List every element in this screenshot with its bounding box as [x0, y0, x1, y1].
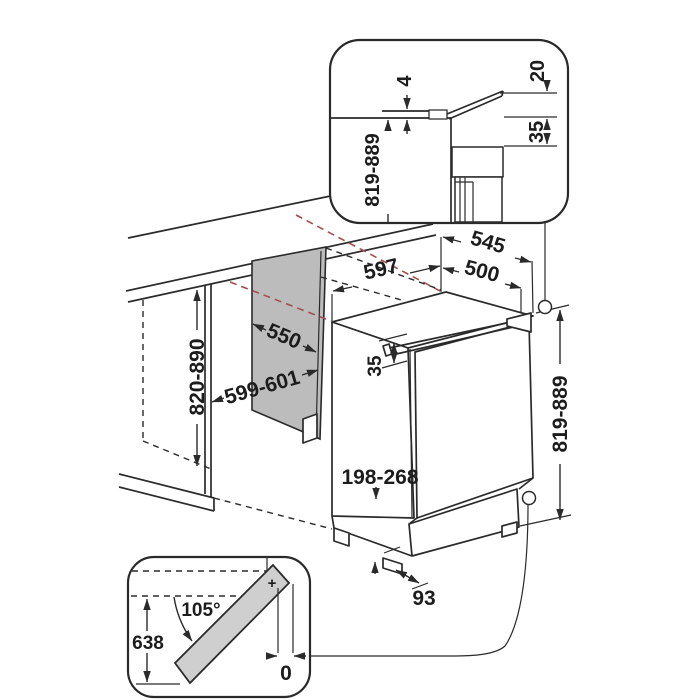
dim-label-top-clearance: 35	[526, 121, 548, 143]
callout-connectors	[310, 223, 553, 657]
dim-label-swing-depth: 638	[132, 633, 164, 654]
top-trim-bar	[382, 312, 532, 357]
worktop-section	[331, 109, 451, 120]
dim-label-inner-depth: 500	[462, 256, 502, 287]
dim-worktop-gap: 4	[394, 75, 416, 134]
plinth-and-feet	[331, 477, 534, 575]
niche-plinth-notch	[302, 413, 318, 444]
dim-label-install-height: 819-889	[362, 133, 384, 206]
dim-label-side-clearance: 0	[280, 662, 292, 685]
appliance-left-face	[331, 321, 415, 519]
red-alignment-line-front	[229, 281, 332, 322]
dim-install-height: 819-889	[362, 119, 392, 222]
dim-label-worktop-gap: 4	[394, 75, 416, 87]
dim-opening-angle: 105°	[173, 596, 221, 642]
dim-label-under-counter-height: 820-890	[186, 338, 209, 415]
hinge-cover-notch	[506, 312, 532, 333]
inset-bubble	[328, 38, 570, 225]
callout-circle-top	[537, 299, 553, 315]
dim-label-top-trim: 35	[365, 355, 386, 377]
dim-flap-protrusion: 20	[500, 60, 557, 94]
dim-label-flap-protrusion: 20	[527, 60, 549, 82]
dim-top-clearance: 35	[504, 116, 557, 147]
main-isometric-view: 820-890 550 599-601 597 545	[118, 192, 572, 610]
red-alignment-line-back	[295, 214, 443, 293]
foot	[501, 521, 518, 538]
dim-appliance-height: 819-889	[519, 304, 572, 527]
dim-plinth-recess: 93	[383, 546, 436, 610]
callout-circle-bottom	[521, 490, 537, 506]
dim-label-top-depth: 545	[468, 227, 508, 259]
top-detail-inset: 4 20 35 819-889	[328, 38, 570, 225]
dim-swing-depth: 638	[132, 598, 180, 685]
appliance-door-face	[414, 321, 534, 519]
cabinet-structure	[118, 284, 333, 530]
dim-plinth-height: 198-268	[341, 466, 419, 574]
alignment-dashes	[229, 214, 443, 322]
dim-top-trim: 35	[365, 333, 408, 377]
dim-label-plinth-recess: 93	[412, 587, 435, 610]
dim-side-clearance: 0	[266, 584, 306, 685]
plinth-face	[408, 488, 520, 557]
hinge-marker: +	[268, 575, 277, 592]
niche-side-panel	[251, 246, 327, 444]
foot	[333, 527, 350, 547]
dim-label-top-width: 597	[361, 254, 400, 284]
dim-under-counter-height: 820-890	[186, 289, 209, 467]
dim-label-appliance-height: 819-889	[549, 375, 572, 452]
dim-label-opening-angle: 105°	[181, 600, 220, 621]
dim-label-plinth-height: 198-268	[341, 466, 418, 489]
door-swing-inset: + 105° 638 0	[126, 555, 312, 699]
appliance-top-section	[450, 118, 504, 223]
open-door-top-view	[173, 563, 291, 685]
appliance-body	[331, 291, 534, 575]
